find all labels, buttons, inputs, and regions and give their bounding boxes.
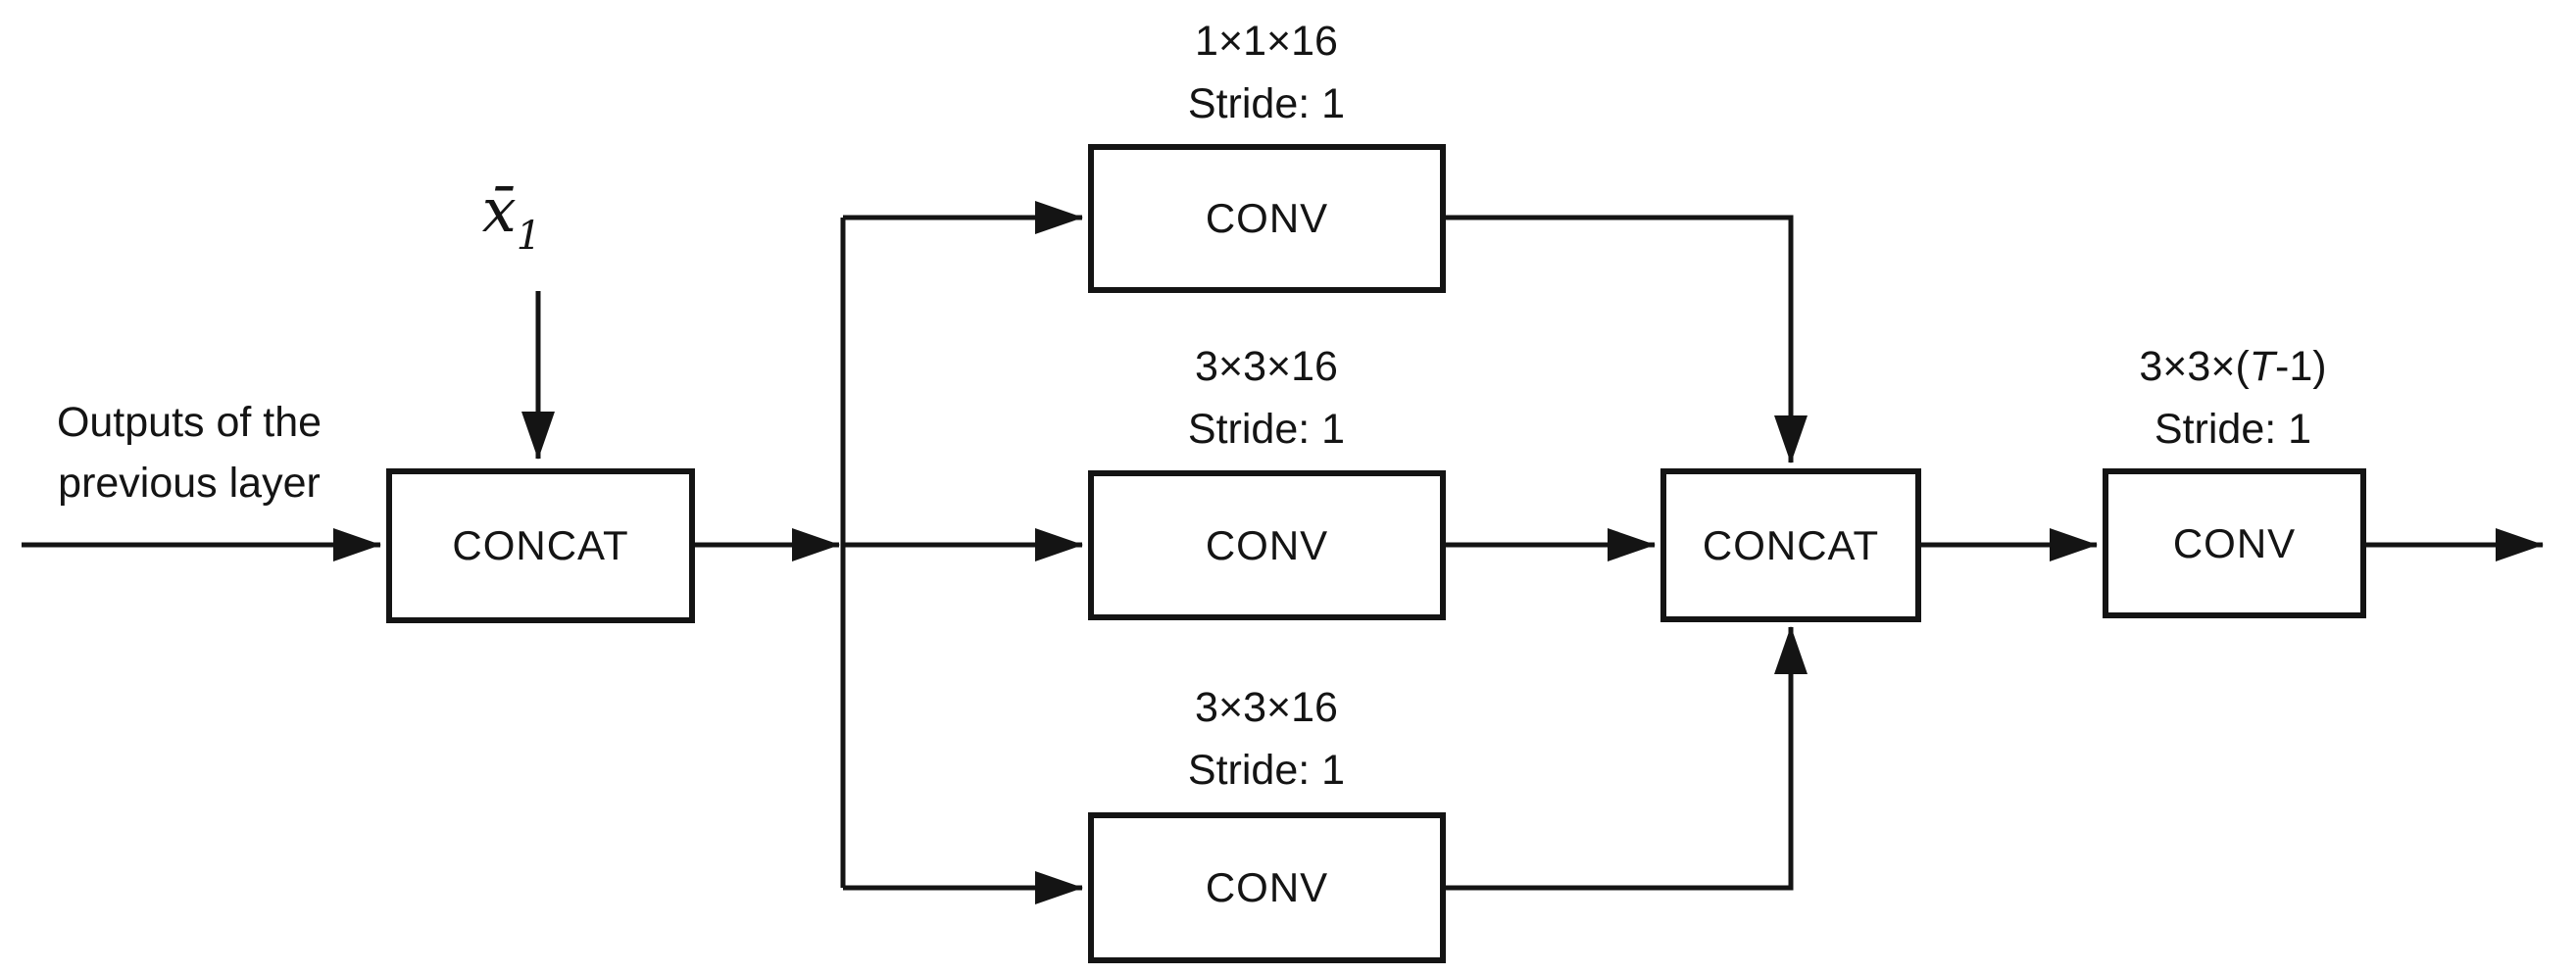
- spec-conv-out-kernel-prefix: 3×3×(: [2139, 343, 2250, 390]
- block-conv-top: CONV: [1088, 144, 1446, 293]
- spec-conv-out-stride: Stride: 1: [2154, 406, 2312, 453]
- spec-conv-mid-kernel: 3×3×16: [1195, 343, 1338, 390]
- block-conv-bottom: CONV: [1088, 812, 1446, 963]
- spec-conv-mid: 3×3×16 Stride: 1: [1012, 335, 1521, 461]
- block-conv-out-label: CONV: [2172, 519, 2297, 566]
- spec-conv-top: 1×1×16 Stride: 1: [1012, 10, 1521, 135]
- spec-conv-bottom-stride: Stride: 1: [1187, 747, 1346, 794]
- block-concat1: CONCAT: [386, 468, 695, 623]
- spec-conv-out: 3×3×(T-1) Stride: 1: [1978, 335, 2488, 461]
- spec-conv-mid-stride: Stride: 1: [1187, 406, 1346, 453]
- block-concat2: CONCAT: [1660, 468, 1921, 622]
- input-caption: Outputs of the previous layer: [8, 392, 371, 513]
- aux-input-subscript: 1: [516, 214, 542, 259]
- spec-conv-bottom: 3×3×16 Stride: 1: [1012, 676, 1521, 802]
- input-caption-line1: Outputs of the: [56, 399, 322, 446]
- aux-input-symbol: x̄1: [414, 174, 610, 256]
- input-caption-line2: previous layer: [58, 460, 321, 507]
- block-conv-mid-label: CONV: [1205, 521, 1329, 568]
- spec-conv-out-kernel-suffix: -1): [2275, 343, 2327, 390]
- arrow-conv-bottom-to-concat2: [1446, 626, 1808, 891]
- block-concat2-label: CONCAT: [1702, 521, 1880, 568]
- spec-conv-top-stride: Stride: 1: [1187, 80, 1346, 127]
- block-conv-out: CONV: [2103, 468, 2366, 618]
- block-conv-top-label: CONV: [1205, 195, 1329, 241]
- spec-conv-top-kernel: 1×1×16: [1195, 18, 1338, 65]
- spec-conv-out-kernel-var: T: [2249, 343, 2276, 390]
- arrow-conv-top-to-concat2: [1446, 215, 1808, 463]
- spec-conv-out-kernel: 3×3×(T-1): [1978, 335, 2488, 398]
- aux-input-base: x̄: [481, 174, 517, 246]
- block-concat1-label: CONCAT: [452, 522, 629, 568]
- spec-conv-bottom-kernel: 3×3×16: [1195, 684, 1338, 731]
- block-conv-bottom-label: CONV: [1205, 864, 1329, 910]
- block-conv-mid: CONV: [1088, 470, 1446, 620]
